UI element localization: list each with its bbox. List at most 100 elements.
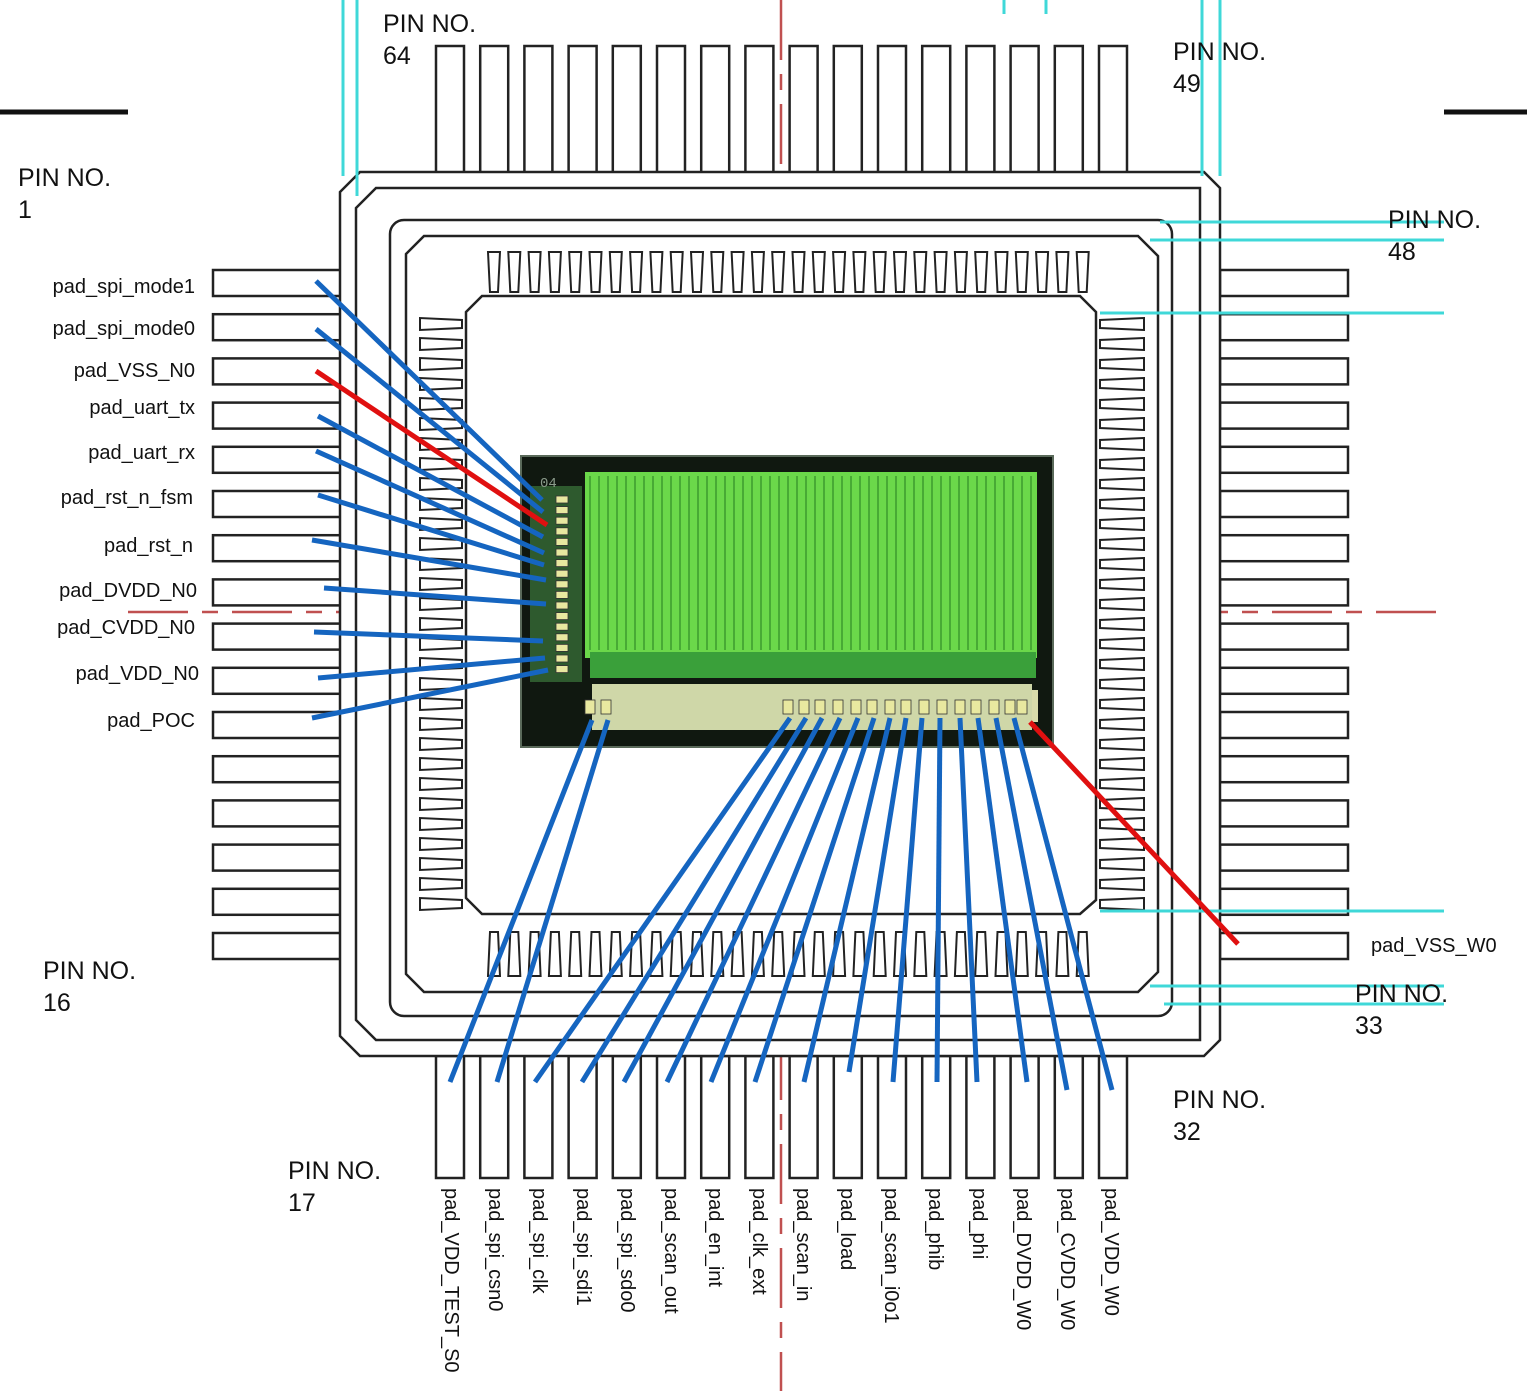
top-finger [933,251,948,293]
bottom-finger [608,931,623,977]
left-finger [419,796,463,812]
bottom-bond-pad [814,699,826,715]
pad-label-spi-mode0: pad_spi_mode0 [52,318,195,340]
left-lead [211,268,343,298]
bottom-finger [953,931,968,977]
left-bond-pad [555,559,569,567]
right-finger [1099,676,1145,692]
top-finger [771,251,786,293]
bottom-finger [649,931,664,977]
top-lead [744,44,775,176]
bottom-bond-pad [970,699,982,715]
bottom-finger [872,931,887,977]
left-finger [419,656,463,672]
left-finger [419,816,463,832]
bottom-finger [811,931,826,977]
pad-label-load: pad_load [836,1188,858,1271]
bottom-leads [434,1054,1129,1180]
core-array [585,472,1037,658]
top-finger [730,251,745,293]
pad-label-rst-n: pad_rst_n [104,535,193,557]
right-lead [1218,401,1350,430]
bottom-lead [434,1054,466,1180]
die-bond-pads [555,495,1028,715]
right-finger [1099,316,1145,332]
bottom-bond-pad [918,699,930,715]
bond-wire [993,717,1070,1091]
bottom-finger [669,931,684,977]
bond-wire [801,717,893,1083]
left-finger [419,616,463,632]
pad-label-spi-sdi1: pad_spi_sdi1 [572,1188,594,1306]
right-lead [1218,533,1350,563]
top-finger [791,251,806,293]
right-finger [1099,536,1145,552]
ground-wire [314,368,549,528]
left-finger [419,496,463,512]
pad-label-phib: pad_phib [924,1188,946,1271]
bottom-finger [852,931,867,977]
bond-wire [752,717,877,1083]
ring-cell [1028,690,1038,722]
left-finger [419,776,463,792]
die: 04 [520,455,1054,748]
top-lead [1009,44,1040,176]
left-finger [419,896,463,912]
top-finger [547,251,562,293]
top-finger [811,251,826,293]
right-finger [1099,816,1145,832]
pin-label-48: PIN NO.48 [1388,206,1482,266]
bottom-lead [832,1054,864,1180]
bottom-finger [1075,931,1090,977]
bond-wire [532,716,793,1084]
top-finger [953,251,968,293]
inner-lead-fingers [419,251,1145,977]
bond-wire [494,719,611,1083]
top-finger [588,251,603,293]
right-lead [1218,843,1350,872]
top-finger [568,251,583,293]
right-finger [1099,896,1145,912]
top-lead [478,44,510,176]
right-lead [1218,578,1350,607]
bottom-lead [965,1054,996,1180]
left-lead [211,445,343,475]
right-lead [1218,489,1350,519]
right-lead [1218,312,1350,342]
top-finger [669,251,684,293]
pad-label-scan-i0o1: pad_scan_i0o1 [880,1188,902,1324]
pad-label-dvdd-w0: pad_DVDD_W0 [1012,1188,1034,1331]
bottom-bond-pad [1004,699,1016,715]
bond-wire [317,655,546,681]
left-finger [419,696,463,712]
bond-wire [579,716,809,1084]
left-lead [211,622,343,651]
bottom-finger [1014,931,1029,977]
top-lead [832,44,864,176]
bottom-finger [568,931,583,977]
pad-label-scan-out: pad_scan_out [660,1188,682,1314]
pad-label-uart-rx: pad_uart_rx [88,442,195,464]
right-finger [1099,456,1145,472]
right-finger [1099,856,1145,872]
pin-label-33: PIN NO.33 [1355,980,1449,1040]
left-finger [419,756,463,772]
bond-wire [311,667,549,721]
left-finger [419,316,463,332]
bottom-finger [507,931,522,977]
left-lead [211,578,343,607]
left-lead [211,533,343,563]
pad-label-vss-n0: pad_VSS_N0 [73,360,195,382]
pad-label-spi-csn0: pad_spi_csn0 [484,1188,506,1312]
cyan-guides [341,0,1444,1006]
right-finger [1099,376,1145,392]
right-finger [1099,556,1145,572]
right-finger [1099,756,1145,772]
pad-label-spi-clk: pad_spi_clk [528,1188,550,1294]
bond-wire [934,717,943,1083]
left-finger [419,736,463,752]
top-lead [876,44,908,176]
bottom-bond-pad [954,699,966,715]
left-bond-pad [555,644,569,652]
right-lead [1218,357,1350,386]
